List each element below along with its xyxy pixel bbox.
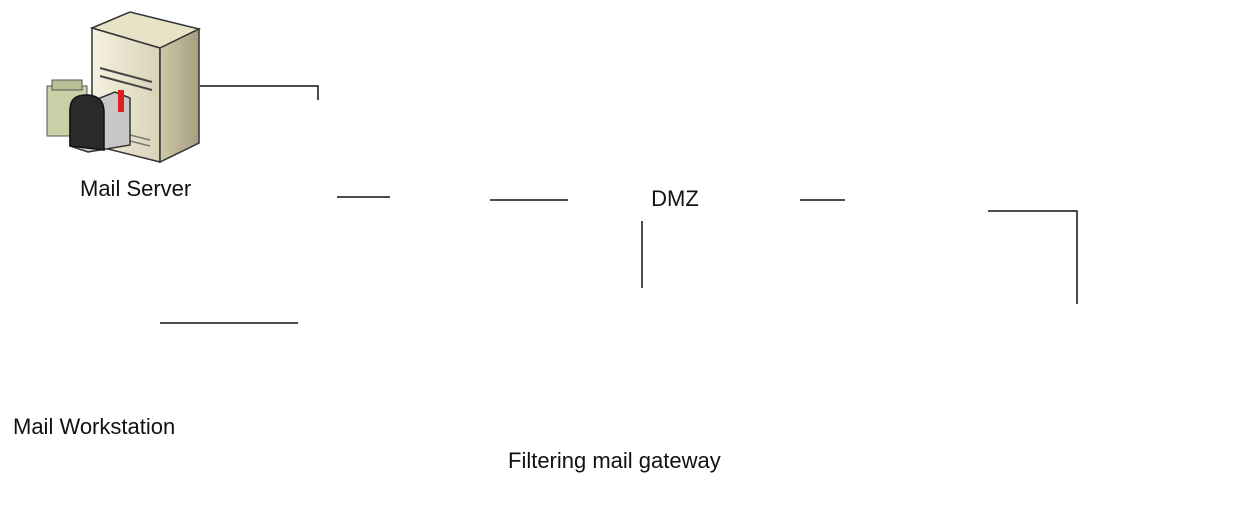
filtering-gateway-label: Filtering mail gateway <box>508 448 721 473</box>
mail-server-label: Mail Server <box>80 176 192 201</box>
link-mail-server-to-lan <box>200 85 319 100</box>
connectors <box>160 85 1078 324</box>
link-router-to-internet <box>988 210 1078 304</box>
dmz-label: DMZ <box>651 186 699 211</box>
mail-workstation-label: Mail Workstation <box>13 414 176 439</box>
server-tower-with-mailbox-icon <box>46 11 202 164</box>
